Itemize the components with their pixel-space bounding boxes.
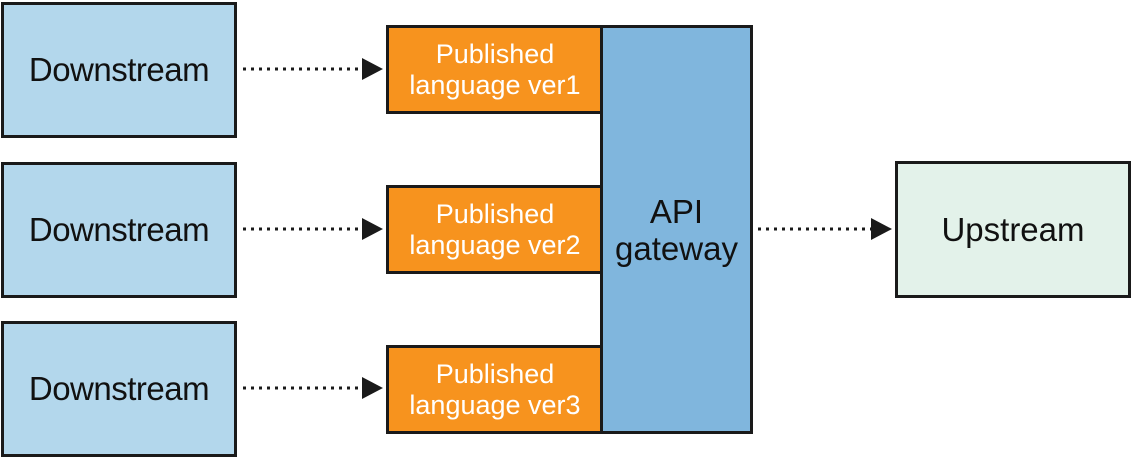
arrowhead-1: [362, 58, 383, 80]
arrowhead-4: [871, 218, 892, 240]
published-language-box-2: Published language ver2: [386, 185, 604, 274]
published-language-line1: Published: [435, 38, 555, 69]
published-language-line1: Published: [435, 358, 555, 389]
published-language-box-1: Published language ver1: [386, 25, 604, 114]
api-gateway-line1: API: [649, 192, 704, 230]
api-gateway-box: API gateway: [600, 25, 753, 434]
published-language-line2: language ver3: [409, 389, 581, 420]
arrowhead-3: [362, 377, 383, 399]
downstream-label: Downstream: [28, 370, 210, 407]
downstream-box-3: Downstream: [1, 321, 237, 457]
downstream-box-1: Downstream: [1, 2, 237, 138]
published-language-box-3: Published language ver3: [386, 345, 604, 434]
published-language-line1: Published: [435, 198, 555, 229]
api-gateway-line2: gateway: [615, 229, 738, 267]
upstream-label: Upstream: [941, 210, 1085, 248]
downstream-label: Downstream: [28, 51, 210, 88]
arrowhead-2: [362, 218, 383, 240]
published-language-line2: language ver1: [409, 69, 581, 100]
upstream-box: Upstream: [895, 161, 1131, 298]
downstream-label: Downstream: [28, 211, 210, 248]
published-language-line2: language ver2: [409, 229, 581, 260]
downstream-box-2: Downstream: [1, 162, 237, 298]
